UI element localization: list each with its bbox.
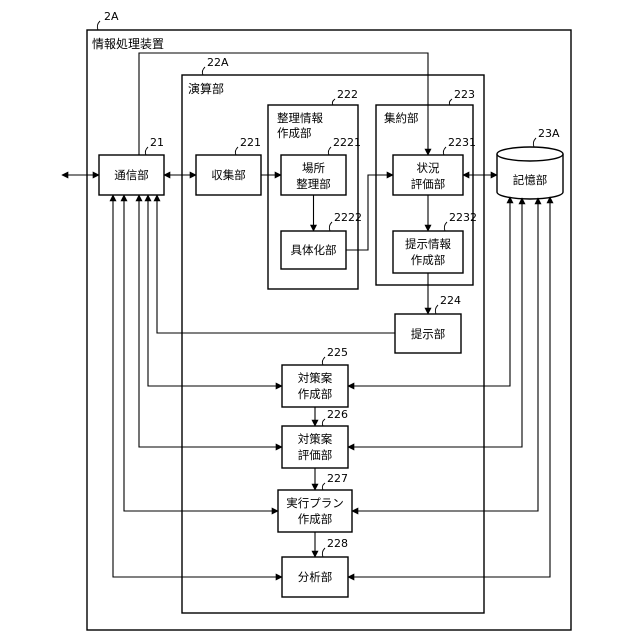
comm-planeval-arrow xyxy=(139,195,282,447)
status-label-1: 状況 xyxy=(417,161,440,175)
aggregate-ref: 223 xyxy=(454,88,475,101)
organize-title-2: 作成部 xyxy=(277,126,312,140)
device-ref: 2A xyxy=(104,10,119,23)
storage-ref: 23A xyxy=(538,127,560,140)
exec-plan-ref: 227 xyxy=(327,472,348,485)
concrete-ref: 2222 xyxy=(334,211,362,224)
device-title: 情報処理装置 xyxy=(92,37,164,51)
status-ref-leader xyxy=(443,147,446,155)
collect-label: 収集部 xyxy=(211,168,246,182)
place-ref-leader xyxy=(328,147,331,155)
storage-plancreate-arrow xyxy=(348,197,510,386)
present-info-ref: 2232 xyxy=(449,211,477,224)
plan-create-label-1: 対策案 xyxy=(298,371,333,385)
exec-plan-label-2: 作成部 xyxy=(298,512,333,526)
status-label-2: 評価部 xyxy=(411,177,446,191)
present-ref-leader xyxy=(435,305,438,314)
collect-ref: 221 xyxy=(240,136,261,149)
place-ref: 2221 xyxy=(333,136,361,149)
comm-execplan-arrow xyxy=(124,195,278,511)
status-ref: 2231 xyxy=(448,136,476,149)
organize-title-1: 整理情報 xyxy=(277,111,323,125)
aggregate-ref-leader xyxy=(449,99,452,105)
plan-eval-ref: 226 xyxy=(327,408,348,421)
present-ref: 224 xyxy=(440,294,461,307)
plan-create-ref-leader xyxy=(322,357,325,365)
organize-ref: 222 xyxy=(337,88,358,101)
plan-create-label-2: 作成部 xyxy=(298,387,333,401)
plan-eval-ref-leader xyxy=(322,419,325,426)
comm-ref-leader xyxy=(145,147,148,155)
place-label-2: 整理部 xyxy=(296,177,331,191)
place-label-1: 場所 xyxy=(302,161,325,175)
plan-eval-label-2: 評価部 xyxy=(298,448,333,462)
concrete-ref-leader xyxy=(329,222,332,231)
calc-ref-leader xyxy=(202,67,205,75)
comm-plancreate-arrow xyxy=(148,195,282,386)
storage-ref-leader xyxy=(533,138,536,147)
plan-eval-label-1: 対策案 xyxy=(298,432,333,446)
plan-create-ref: 225 xyxy=(327,346,348,359)
organize-ref-leader xyxy=(332,99,335,105)
comm-ref: 21 xyxy=(150,136,164,149)
present-label: 提示部 xyxy=(411,327,446,341)
exec-plan-ref-leader xyxy=(322,483,325,490)
storage-label: 記憶部 xyxy=(513,173,548,187)
aggregate-title: 集約部 xyxy=(384,111,419,125)
present-info-ref-leader xyxy=(444,222,447,231)
comm-label: 通信部 xyxy=(114,168,149,182)
collect-ref-leader xyxy=(235,147,238,155)
present-info-label-1: 提示情報 xyxy=(405,237,451,251)
analysis-ref: 228 xyxy=(327,537,348,550)
exec-plan-label-1: 実行プラン xyxy=(286,496,344,510)
concrete-label: 具体化部 xyxy=(291,243,337,257)
calc-title: 演算部 xyxy=(188,81,224,96)
analysis-label: 分析部 xyxy=(298,570,333,584)
present-info-label-2: 作成部 xyxy=(411,253,446,267)
device-ref-leader xyxy=(97,21,100,30)
analysis-ref-leader xyxy=(322,548,325,557)
calc-ref: 22A xyxy=(207,56,229,69)
